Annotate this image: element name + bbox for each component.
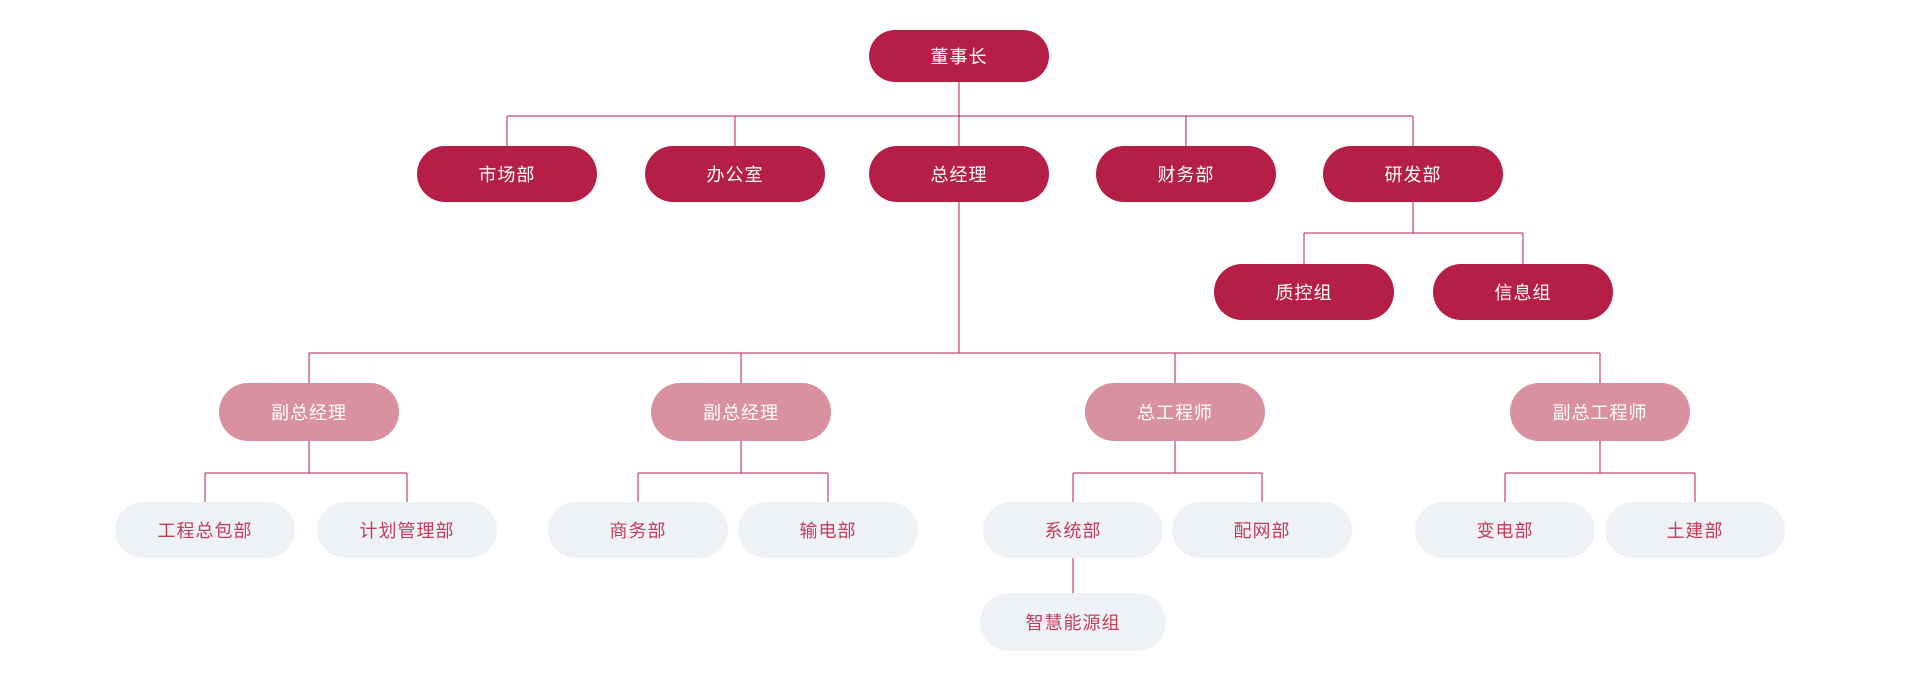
org-node-label: 商务部 [609, 521, 667, 541]
org-node-label: 办公室 [706, 165, 764, 185]
org-node-label: 计划管理部 [359, 521, 455, 541]
org-node-chairman[interactable]: 董事长 [869, 30, 1049, 82]
org-node-civil-dept[interactable]: 土建部 [1605, 502, 1785, 558]
org-node-label: 变电部 [1476, 521, 1534, 541]
org-node-distribution-dept[interactable]: 配网部 [1172, 502, 1352, 558]
org-node-label: 输电部 [799, 521, 857, 541]
org-node-label: 副总经理 [271, 403, 347, 423]
org-node-general-manager[interactable]: 总经理 [869, 146, 1049, 202]
org-node-rd-dept[interactable]: 研发部 [1323, 146, 1503, 202]
org-node-info-group[interactable]: 信息组 [1433, 264, 1613, 320]
org-node-finance-dept[interactable]: 财务部 [1096, 146, 1276, 202]
org-node-label: 副总工程师 [1552, 403, 1648, 423]
org-node-label: 财务部 [1157, 165, 1215, 185]
org-node-planning-dept[interactable]: 计划管理部 [317, 502, 497, 558]
org-node-label: 董事长 [930, 47, 988, 67]
org-node-label: 质控组 [1275, 283, 1333, 303]
org-node-marketing-dept[interactable]: 市场部 [417, 146, 597, 202]
org-node-label: 配网部 [1233, 521, 1291, 541]
org-node-label: 副总经理 [703, 403, 779, 423]
org-node-deputy-gm-1[interactable]: 副总经理 [219, 383, 399, 441]
org-node-label: 土建部 [1666, 521, 1724, 541]
org-node-label: 信息组 [1494, 283, 1552, 303]
org-node-qc-group[interactable]: 质控组 [1214, 264, 1394, 320]
org-node-label: 智慧能源组 [1025, 613, 1121, 633]
org-node-system-dept[interactable]: 系统部 [983, 502, 1163, 558]
org-node-substation-dept[interactable]: 变电部 [1415, 502, 1595, 558]
org-node-business-dept[interactable]: 商务部 [548, 502, 728, 558]
org-node-deputy-gm-2[interactable]: 副总经理 [651, 383, 831, 441]
org-node-smart-energy-group[interactable]: 智慧能源组 [980, 593, 1166, 651]
org-node-label: 市场部 [478, 165, 536, 185]
org-node-office[interactable]: 办公室 [645, 146, 825, 202]
org-node-deputy-chief-engineer[interactable]: 副总工程师 [1510, 383, 1690, 441]
org-node-chief-engineer[interactable]: 总工程师 [1085, 383, 1265, 441]
org-node-epc-dept[interactable]: 工程总包部 [115, 502, 295, 558]
org-node-label: 工程总包部 [157, 521, 253, 541]
org-node-label: 研发部 [1384, 165, 1442, 185]
org-node-label: 总经理 [930, 165, 988, 185]
org-node-label: 总工程师 [1137, 403, 1213, 423]
org-node-label: 系统部 [1044, 521, 1102, 541]
org-node-transmission-dept[interactable]: 输电部 [738, 502, 918, 558]
